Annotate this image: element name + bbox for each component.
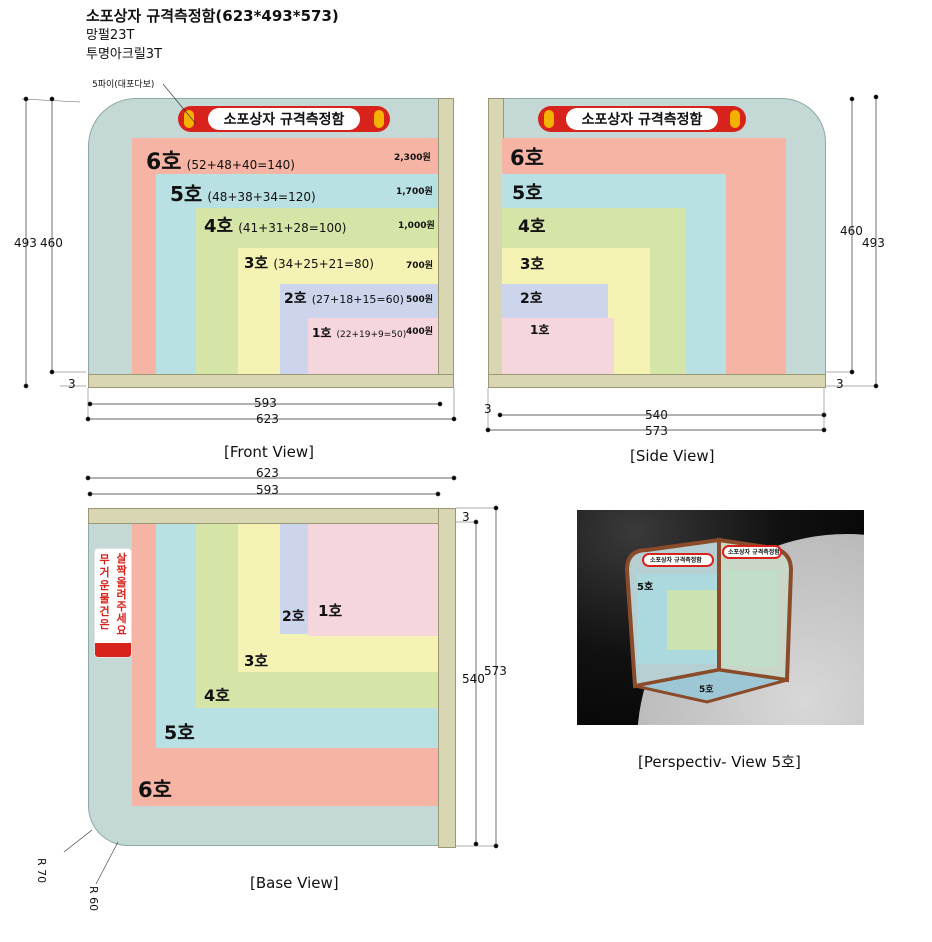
front-dim-h-inner: 460 [40,236,63,250]
perspective-floor [634,668,788,704]
front-size3-price: 700원 [406,261,434,271]
front-banner: 소포상자 규격측정함 [178,106,390,132]
banner-deco-icon [374,110,384,128]
perspective-size-area-right [723,570,777,666]
side-caption: [Side View] [630,447,715,465]
side-dim-h-inner: 460 [840,224,863,238]
base-size3-label: 3호 [244,652,269,670]
base-dim-thick: 3 [462,510,470,524]
banner-deco-icon [544,110,554,128]
base-size1-label: 1호 [318,602,343,620]
base-dim-w-outer: 623 [256,466,279,480]
side-view: 소포상자 규격측정함 6호 5호 4호 3호 2호 1호 [486,98,826,388]
perspective-banner-left-shape [642,553,714,567]
sticker-red-strip [95,643,131,657]
base-size4-label: 4호 [204,686,230,705]
perspective-banner-right-shape [722,545,782,559]
base-dim-w-inner: 593 [256,483,279,497]
base-size5-label: 5호 [164,722,195,744]
front-base-wall [88,374,454,388]
side-dim-thick-r: 3 [836,377,844,391]
banner-deco-icon [730,110,740,128]
front-view: 소포상자 규격측정함 6호 (52+48+40=140) 2,300원 5호 (… [86,98,456,388]
perspective-caption: [Perspectiv- View 5호] [638,753,801,771]
front-dim-thick: 3 [68,377,76,391]
front-size4-price: 1,000원 [398,221,435,231]
side-dim-w-outer: 573 [645,424,668,438]
front-size1-price: 400원 [406,327,434,337]
base-dim-d-inner: 540 [462,672,485,686]
perspective-size-label-bottom: 5호 [699,685,714,695]
base-dim-d-outer: 573 [484,664,507,678]
base-size2-label: 2호 [282,609,305,625]
front-size5-price: 1,700원 [396,187,433,197]
perspective-size-label: 5호 [637,582,654,593]
perspective-banner-left: 소포상자 규격측정함 [650,557,702,564]
side-size3-label: 3호 [520,255,545,273]
material-line-2: 투명아크릴3T [86,47,163,62]
front-caption: [Front View] [224,443,315,461]
side-size1-area [502,318,614,374]
side-dim-h-outer: 493 [862,236,885,250]
front-size1-area [308,318,438,374]
side-base-wall [488,374,826,388]
side-size1-label: 1호 [530,323,550,337]
side-size4-label: 4호 [518,217,546,237]
front-size5-label: 5호 (48+38+34=120) [170,182,316,206]
front-size6-price: 2,300원 [394,153,431,163]
base-caption: [Base View] [250,874,339,892]
perspective-view: 소포상자 규격측정함 소포상자 규격측정함 5호 5호 [577,510,864,725]
front-size2-label: 2호 (27+18+15=60) [284,291,404,307]
base-size1-area [308,524,438,636]
side-size6-label: 6호 [510,146,544,170]
perspective-banner-right: 소포상자 규격측정함 [728,549,780,556]
front-dim-w-inner: 593 [254,396,277,410]
page-title: 소포상자 규격측정함(623*493*573) [86,7,339,25]
front-callout: 5파이(대포다보) [92,80,155,90]
front-dim-h-outer: 493 [14,236,37,250]
base-view: 1호 2호 3호 4호 5호 6호 살짝 올려주세요 무거운 물건은 [86,508,456,848]
base-right-wall [438,508,456,848]
front-size2-price: 500원 [406,295,434,305]
material-line-1: 망펄23T [86,28,135,43]
side-size5-label: 5호 [512,182,543,204]
base-sticker: 살짝 올려주세요 무거운 물건은 [94,548,132,658]
front-size3-label: 3호 (34+25+21=80) [244,254,374,272]
side-size2-label: 2호 [520,291,543,307]
front-size1-label: 1호 (22+19+9=50) [312,326,407,340]
base-size6-label: 6호 [138,778,172,802]
side-banner: 소포상자 규격측정함 [538,106,746,132]
sticker-text-col1: 살짝 올려주세요 [116,552,127,637]
perspective-box-svg [624,537,794,704]
perspective-size-area-inner [667,590,717,650]
sticker-text-col2: 무거운 물건은 [99,553,110,631]
front-size6-label: 6호 (52+48+40=140) [146,150,295,175]
banner-deco-icon [184,110,194,128]
front-size4-label: 4호 (41+31+28=100) [204,216,347,237]
